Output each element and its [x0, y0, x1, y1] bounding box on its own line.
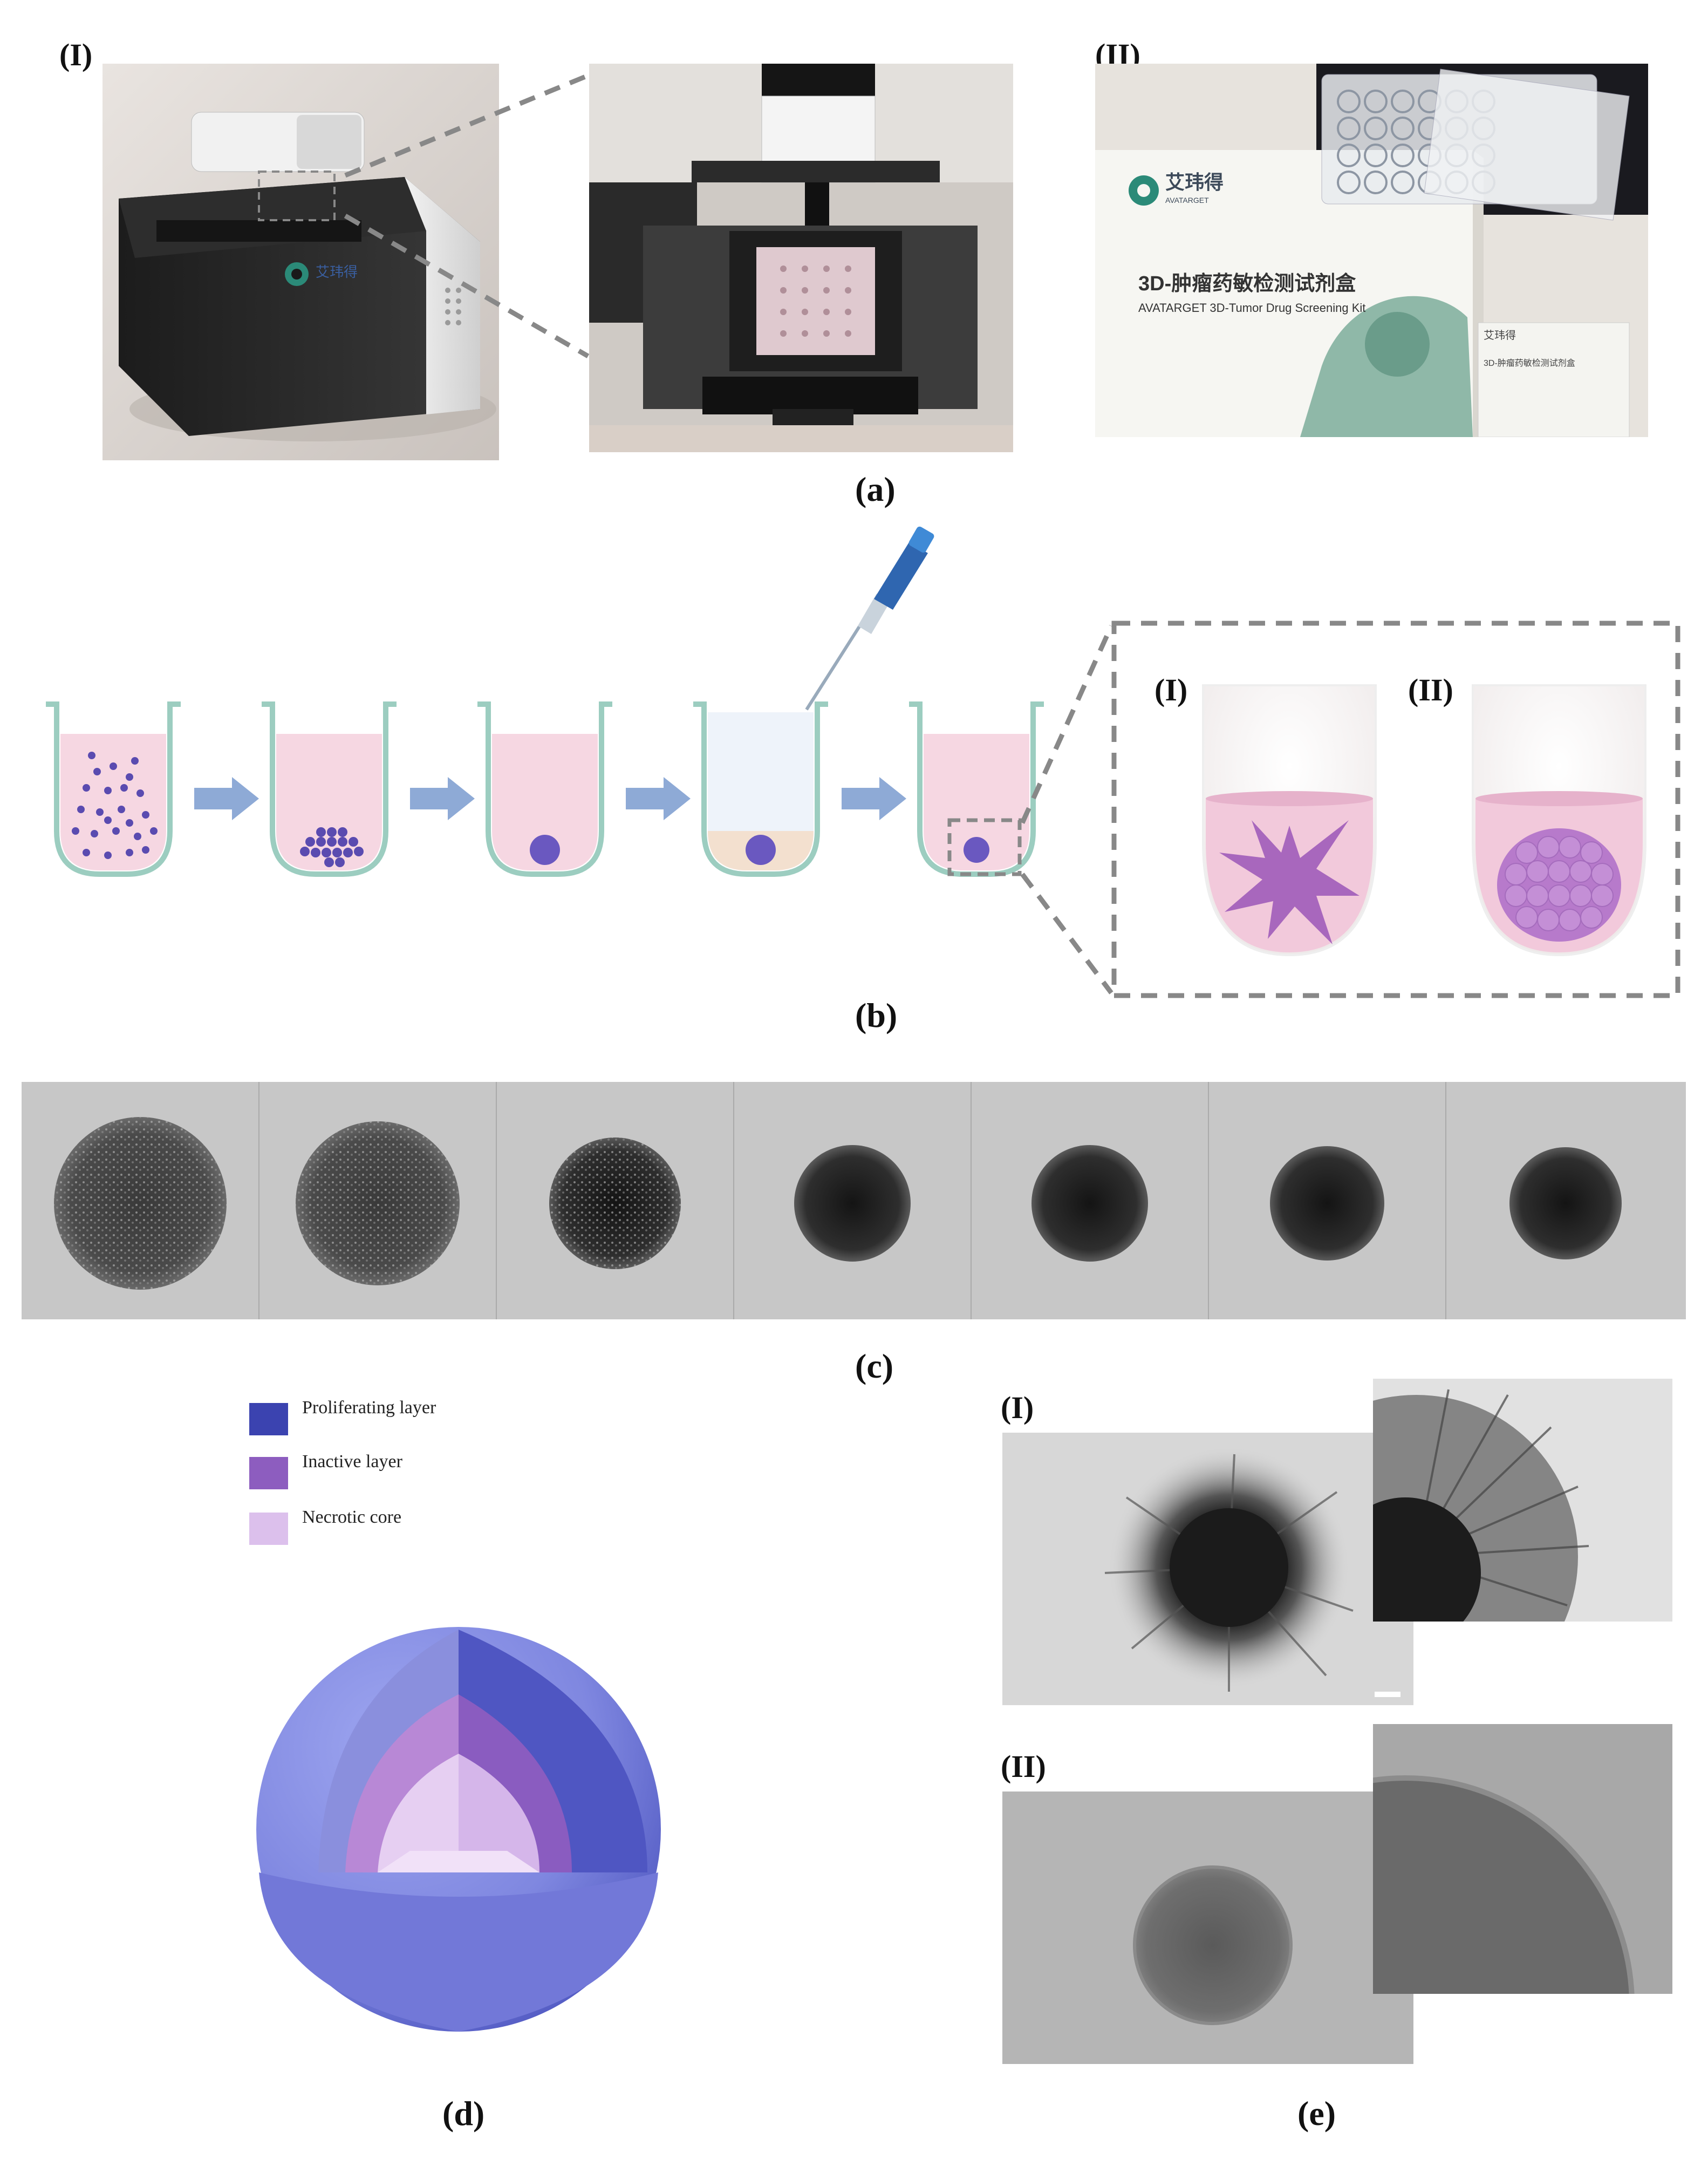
- spheroid-timeseries-strip: [22, 1082, 1686, 1319]
- panel-b-label-I: (I): [1154, 672, 1188, 707]
- legend-swatch-necrotic: [249, 1513, 288, 1545]
- legend-label-inactive: Inactive layer: [302, 1452, 402, 1472]
- panel-e-label-I: (I): [1001, 1390, 1034, 1425]
- compact-spheroid-image: [1002, 1791, 1413, 2064]
- caption-a: (a): [855, 470, 896, 508]
- kit-logo-en: AVATARGET: [1165, 196, 1209, 205]
- legend-swatch-proliferating: [249, 1403, 288, 1435]
- small-box-title: 3D-肿瘤药敏检测试剂盒: [1484, 358, 1575, 368]
- kit-photo: 艾玮得 AVATARGET 3D-肿瘤药敏检测试剂盒 AVATARGET 3D-…: [1095, 64, 1648, 437]
- panel-b-label-II: (II): [1408, 672, 1453, 707]
- zoom-connector-lines: [344, 73, 590, 358]
- panel-a-label-I: (I): [59, 37, 93, 72]
- panel-b-diagram: [46, 526, 1680, 998]
- kit-title-cn: 3D-肿瘤药敏检测试剂盒: [1138, 273, 1356, 295]
- small-box-logo: 艾玮得: [1484, 329, 1516, 342]
- legend-label-proliferating: Proliferating layer: [302, 1398, 436, 1418]
- invasive-spheroid-zoom: [1373, 1379, 1672, 1622]
- instrument-photo: 艾玮得: [103, 64, 499, 460]
- caption-d: (d): [442, 2094, 485, 2133]
- caption-e: (e): [1297, 2094, 1336, 2133]
- legend-swatch-inactive: [249, 1457, 288, 1489]
- kit-logo-cn: 艾玮得: [1165, 171, 1224, 193]
- compact-spheroid-zoom: [1373, 1724, 1672, 1994]
- invasive-spheroid-image: [1002, 1433, 1413, 1705]
- pipette-icon: [805, 526, 934, 711]
- svg-text:艾玮得: 艾玮得: [316, 264, 358, 280]
- caption-c: (c): [855, 1347, 894, 1385]
- panel-e-label-II: (II): [1001, 1749, 1046, 1784]
- kit-title-en: AVATARGET 3D-Tumor Drug Screening Kit: [1138, 301, 1365, 315]
- caption-b: (b): [855, 996, 898, 1034]
- legend-label-necrotic: Necrotic core: [302, 1507, 402, 1527]
- microscope-photo: [589, 64, 1013, 452]
- spheroid-layer-model: [256, 1627, 661, 2032]
